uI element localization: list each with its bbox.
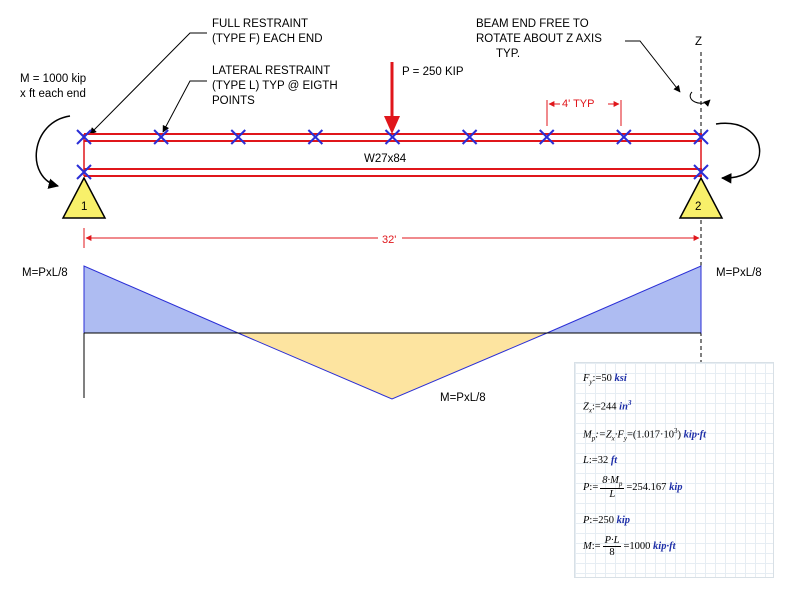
restraint-x-mark	[153, 129, 169, 145]
calculation-worksheet: Fy:=50 ksi Zx:=244 in3 Mp:=Zx·Fy=(1.017·…	[574, 362, 774, 578]
support-1	[61, 176, 107, 219]
z-axis-label: Z	[695, 36, 702, 48]
negative-moment-left	[83, 265, 239, 334]
support-2	[678, 176, 724, 219]
svg-text:(TYPE F) EACH END: (TYPE F) EACH END	[212, 33, 323, 45]
full-restraint-leader	[89, 32, 207, 135]
svg-text:(TYPE L) TYP @ EIGTH: (TYPE L) TYP @ EIGTH	[212, 80, 338, 92]
beam-end-free-label: BEAM END FREE TO ROTATE ABOUT Z AXIS TYP…	[476, 18, 602, 60]
lateral-restraint-marks	[76, 129, 709, 180]
svg-text:M = 1000 kip: M = 1000 kip	[20, 73, 86, 85]
calc-l: L:=32 ft	[583, 455, 618, 466]
moment-arrow-left	[35, 115, 71, 189]
calc-p: P:=250 kip	[583, 515, 631, 526]
moment-arrow-right	[715, 122, 761, 184]
restraint-x-mark	[616, 129, 632, 145]
point-load-arrow	[384, 62, 400, 134]
spacing-label: 4' TYP	[562, 98, 594, 110]
svg-text:x ft each end: x ft each end	[20, 88, 86, 100]
end-moment-label: M = 1000 kip x ft each end	[20, 73, 86, 100]
svg-text:LATERAL RESTRAINT: LATERAL RESTRAINT	[212, 65, 330, 77]
moment-left-label: M=PxL/8	[22, 267, 68, 279]
span-dimension	[83, 228, 700, 248]
support-2-label: 2	[695, 201, 701, 213]
moment-right-label: M=PxL/8	[716, 267, 762, 279]
calc-fy: Fy:=50 ksi	[583, 373, 627, 387]
restraint-x-mark	[384, 129, 401, 145]
svg-text:BEAM END FREE TO: BEAM END FREE TO	[476, 18, 589, 30]
restraint-x-mark	[539, 129, 555, 145]
beam-end-free-leader	[625, 40, 681, 93]
support-1-label: 1	[81, 201, 87, 213]
restraint-x-mark	[307, 129, 324, 145]
svg-text:TYP.: TYP.	[496, 48, 520, 60]
calc-zx: Zx:=244 in3	[583, 399, 632, 415]
restraint-x-mark	[461, 129, 478, 145]
full-restraint-x-mark	[693, 164, 709, 180]
lateral-restraint-label: LATERAL RESTRAINT (TYPE L) TYP @ EIGTH P…	[212, 65, 338, 107]
svg-text:FULL RESTRAINT: FULL RESTRAINT	[212, 18, 308, 30]
restraint-x-mark	[76, 129, 92, 145]
lateral-restraint-leader	[162, 80, 207, 133]
restraint-x-mark	[230, 129, 246, 145]
full-restraint-label: FULL RESTRAINT (TYPE F) EACH END	[212, 18, 323, 45]
full-restraint-x-mark	[76, 164, 92, 180]
calc-mp: Mp:=Zx·Fy=(1.017·103) kip·ft	[583, 427, 707, 443]
point-load-label: P = 250 KIP	[402, 66, 464, 78]
moment-diagram	[83, 265, 702, 400]
moment-mid-label: M=PxL/8	[440, 392, 486, 404]
beam-top-flange	[84, 133, 702, 142]
svg-text:POINTS: POINTS	[212, 95, 255, 107]
section-label: W27x84	[364, 153, 407, 165]
restraint-x-mark	[693, 129, 709, 145]
beam-bottom-flange	[84, 168, 702, 177]
spacing-dimension	[546, 95, 622, 126]
z-rotation-icon	[689, 91, 711, 107]
positive-moment-mid	[237, 332, 548, 400]
negative-moment-right	[546, 265, 702, 334]
svg-text:ROTATE ABOUT Z AXIS: ROTATE ABOUT Z AXIS	[476, 33, 602, 45]
span-label: 32'	[382, 234, 396, 246]
